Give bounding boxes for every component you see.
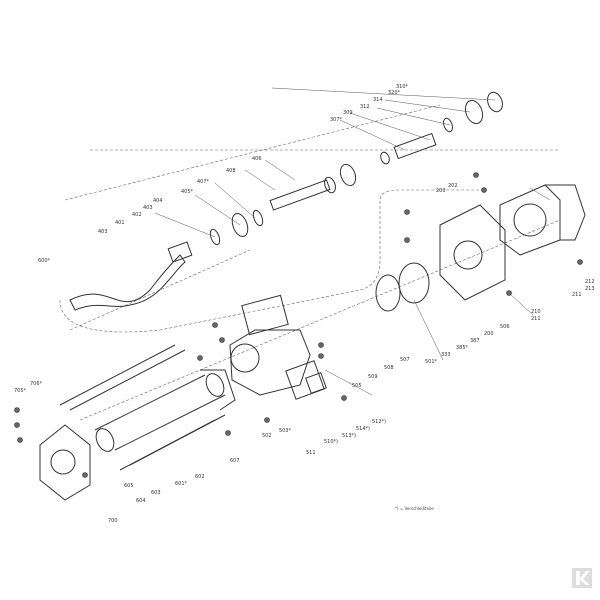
- part-label: 211: [531, 316, 541, 322]
- part-label: 502: [262, 433, 272, 439]
- part-label: 600*: [38, 258, 51, 264]
- part-label: 312: [360, 104, 370, 110]
- coupling-rod-assembly: [167, 91, 503, 263]
- part-label: 511: [306, 450, 316, 456]
- part-label: 705*: [14, 388, 27, 394]
- part-label: 603: [151, 490, 161, 496]
- part-label: 309: [343, 110, 353, 116]
- part-label: 211: [572, 292, 582, 298]
- tie-rods: [59, 344, 226, 471]
- part-label: 509: [368, 374, 378, 380]
- fasteners: [14, 172, 583, 478]
- part-label: 514*): [356, 426, 370, 432]
- part-label: 513*): [342, 433, 356, 439]
- part-label: 333: [441, 352, 451, 358]
- part-label: 512*): [372, 419, 386, 425]
- part-label: 408: [226, 168, 236, 174]
- part-label: 403: [98, 229, 108, 235]
- part-label: 404: [153, 198, 163, 204]
- pressure-flange: [39, 424, 91, 501]
- part-label: 401: [115, 220, 125, 226]
- stator-assembly: [94, 369, 236, 452]
- part-label: 503*: [279, 428, 292, 434]
- part-label: 387: [470, 338, 480, 344]
- wear-parts-note: *) = Verschleißteile: [395, 506, 434, 511]
- part-label: 601*: [175, 481, 188, 487]
- part-label: 406: [252, 156, 262, 162]
- part-label: 320*: [388, 90, 401, 96]
- part-label: 307*: [330, 117, 343, 123]
- part-label: 385*: [456, 345, 469, 351]
- part-label: 405*: [181, 189, 194, 195]
- part-label: 607: [230, 458, 240, 464]
- part-label: 508: [384, 365, 394, 371]
- part-label: 605: [124, 483, 134, 489]
- rotor-part: [69, 254, 186, 311]
- part-label: 506: [500, 324, 510, 330]
- part-label: 507: [400, 357, 410, 363]
- leader-lines: [154, 87, 551, 396]
- part-label: 202: [448, 183, 458, 189]
- seal-rings: [375, 262, 430, 312]
- part-label: 310*: [396, 84, 409, 90]
- part-label: 407*: [197, 179, 210, 185]
- part-label: 706*: [30, 381, 43, 387]
- part-label: 602: [195, 474, 205, 480]
- part-label: 604: [136, 498, 146, 504]
- part-label: 402: [132, 212, 142, 218]
- part-label: 203: [436, 188, 446, 194]
- part-label: 314: [373, 97, 383, 103]
- part-label: 403: [143, 205, 153, 211]
- assembly-axis-lower: [59, 189, 480, 333]
- part-label: 213: [585, 286, 595, 292]
- brand-logo-icon: [572, 568, 592, 588]
- part-label: 212: [585, 279, 595, 285]
- assembly-axis-upper: [64, 104, 560, 331]
- suction-housing: [229, 294, 327, 400]
- part-label: 700: [108, 518, 118, 524]
- part-label: 210: [531, 309, 541, 315]
- part-label: 510*): [324, 439, 338, 445]
- part-label: 501*: [425, 359, 438, 365]
- assembly-axis-main: [79, 219, 561, 421]
- part-label: 200: [484, 331, 494, 337]
- drive-housing: [439, 184, 586, 301]
- part-label: 505: [352, 383, 362, 389]
